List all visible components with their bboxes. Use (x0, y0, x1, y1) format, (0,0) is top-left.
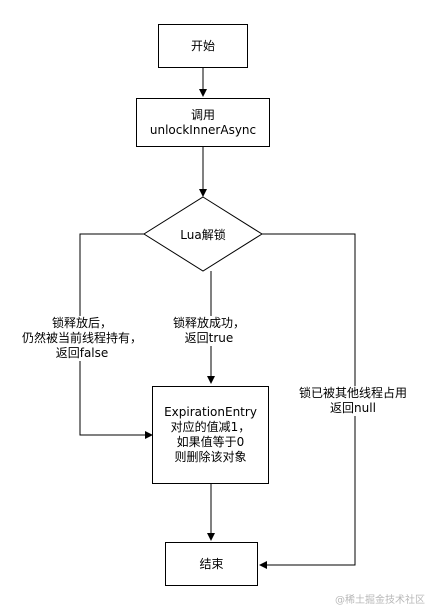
left-edge-line3: 返回false (55, 346, 109, 360)
start-node-label: 开始 (190, 38, 215, 53)
process-line1: ExpirationEntry (164, 405, 257, 419)
middle-edge-line1: 锁释放成功， (172, 316, 245, 330)
left-edge-line2: 仍然被当前线程持有， (21, 331, 142, 345)
left-edge-label: 锁释放后， 仍然被当前线程持有， 返回false (14, 316, 150, 361)
watermark: @稀土掘金技术社区 (335, 595, 425, 606)
right-edge-label: 锁已被其他线程占用 返回null (290, 386, 416, 416)
end-node-label: 结束 (199, 556, 224, 571)
process-line2: 对应的值减1， (170, 420, 251, 434)
call-node: 调用 unlockInnerAsync (136, 98, 270, 147)
process-node: ExpirationEntry 对应的值减1， 如果值等于0 则删除该对象 (152, 386, 269, 484)
right-edge-line2: 返回null (330, 401, 376, 415)
call-node-line2: unlockInnerAsync (149, 122, 257, 137)
right-edge-line1: 锁已被其他线程占用 (298, 386, 407, 400)
process-line4: 则删除该对象 (174, 450, 247, 464)
start-node: 开始 (158, 24, 248, 68)
left-edge-line1: 锁释放后， (51, 316, 112, 330)
decision-label: Lua解锁 (180, 228, 226, 242)
middle-edge-line2: 返回true (184, 331, 234, 345)
end-node: 结束 (165, 542, 258, 586)
call-node-line1: 调用 (190, 107, 215, 122)
decision-diamond (143, 196, 263, 272)
process-line3: 如果值等于0 (176, 435, 245, 449)
middle-edge-label: 锁释放成功， 返回true (164, 316, 254, 346)
